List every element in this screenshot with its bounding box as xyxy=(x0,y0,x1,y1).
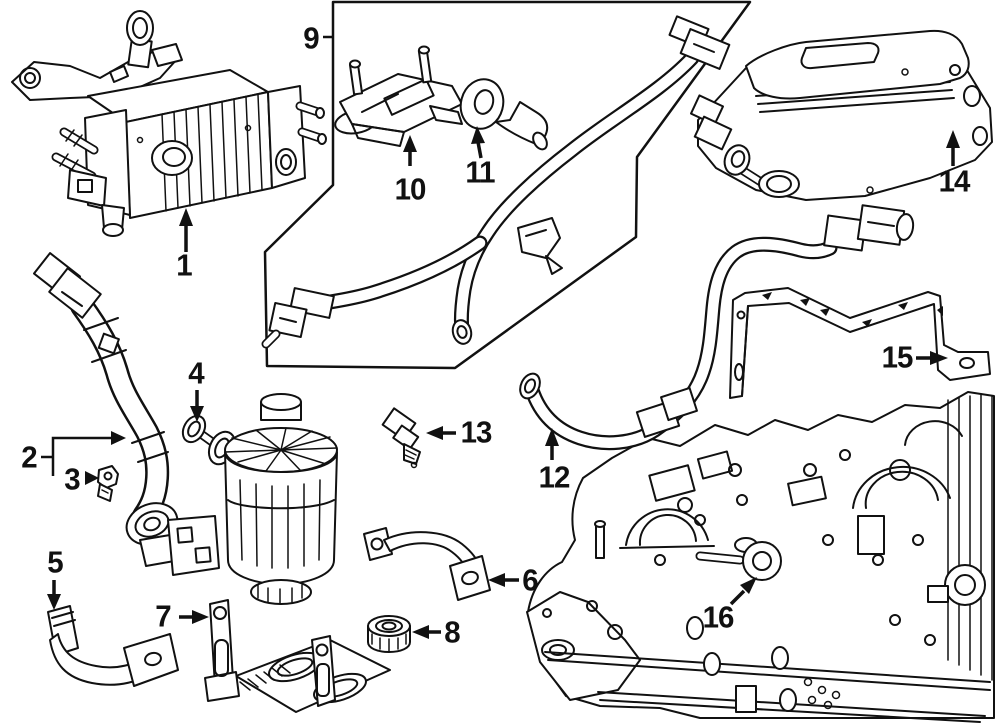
part-14-heater-module xyxy=(689,29,993,201)
callout-12-arrow xyxy=(545,428,559,460)
part-3-clip xyxy=(97,465,119,502)
callout-7-arrow xyxy=(179,610,209,624)
part-2-hose xyxy=(33,252,220,576)
callout-14-arrow xyxy=(946,130,960,166)
callout-12-label: 12 xyxy=(538,459,571,495)
callout-13-label: 13 xyxy=(460,414,493,450)
callout-5-arrow xyxy=(47,580,61,610)
callout-8-arrow xyxy=(412,625,441,639)
callout-3-label: 3 xyxy=(64,461,80,497)
callout-9-label: 9 xyxy=(303,20,319,56)
part-9-hose-assembly xyxy=(261,15,731,349)
part-7-bracket xyxy=(204,599,391,713)
callout-2-label: 2 xyxy=(21,439,37,475)
callout-10-arrow xyxy=(403,135,417,166)
callout-15-arrow xyxy=(916,351,948,365)
callout-2-leader xyxy=(41,431,126,476)
callout-4-label: 4 xyxy=(188,355,204,391)
callout-16-label: 16 xyxy=(702,599,735,635)
callout-8-label: 8 xyxy=(444,614,460,650)
callout-14-label: 14 xyxy=(938,163,971,199)
part-16-engine-assembly xyxy=(526,391,995,723)
callout-4-arrow xyxy=(190,390,204,422)
part-6-strap-bracket xyxy=(363,527,491,601)
part-5-strap-bracket xyxy=(47,605,179,687)
callout-7-label: 7 xyxy=(155,598,171,634)
part-1-cooler-assembly xyxy=(11,10,327,237)
callout-10-label: 10 xyxy=(394,171,427,207)
part-9-box xyxy=(263,0,752,370)
callout-1-arrow xyxy=(179,208,193,252)
callout-13-arrow xyxy=(426,426,456,440)
part-13-sensor xyxy=(381,407,421,469)
part-10-bracket xyxy=(334,45,463,147)
callout-11-label: 11 xyxy=(465,154,495,190)
callout-15-label: 15 xyxy=(881,339,914,375)
callout-11-arrow xyxy=(471,126,485,159)
callout-16-arrow xyxy=(729,577,757,606)
callout-6-arrow xyxy=(488,573,519,587)
callout-5-label: 5 xyxy=(47,544,63,580)
part-8-grommet xyxy=(367,615,411,653)
part-11-clamp xyxy=(459,78,549,151)
callout-6-label: 6 xyxy=(522,562,538,598)
callout-1-label: 1 xyxy=(176,247,192,283)
part-12-hose xyxy=(519,204,915,451)
callout-3-arrow xyxy=(85,471,99,485)
part-15-bracket xyxy=(729,287,991,399)
part-4-pump-assembly xyxy=(181,393,338,605)
